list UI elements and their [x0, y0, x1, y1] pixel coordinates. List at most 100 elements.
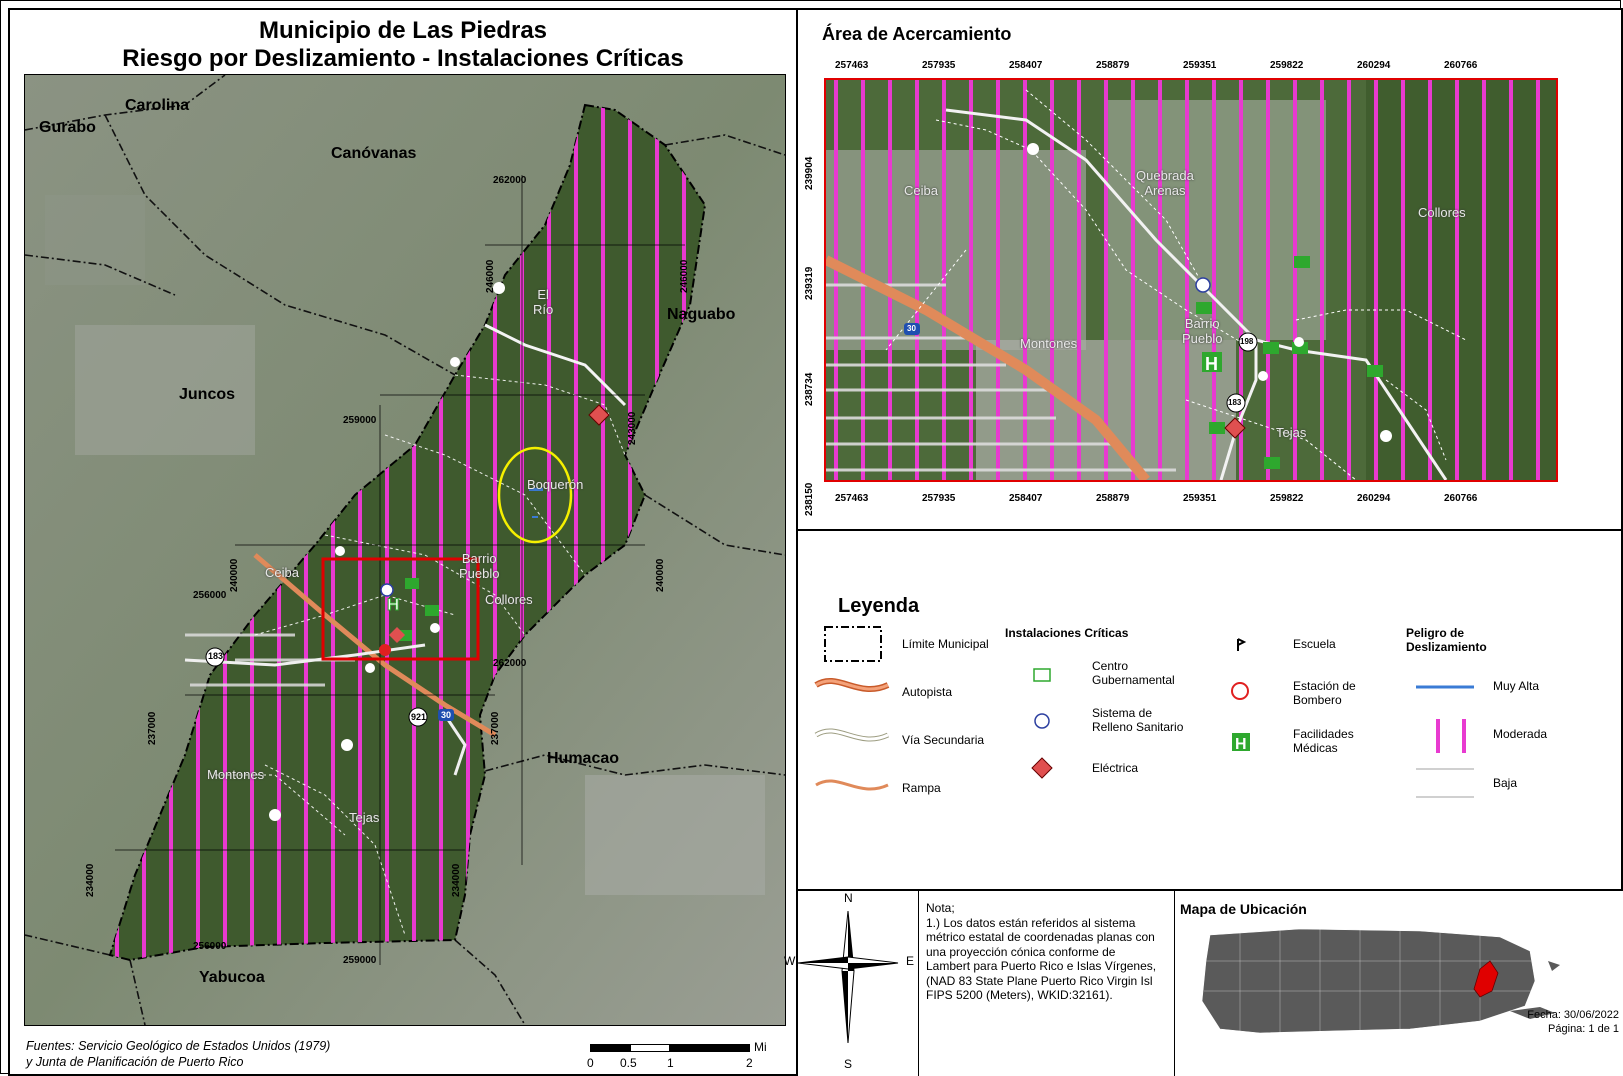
legend-rampa: Rampa [902, 781, 941, 795]
inset-x-label: 257935 [922, 60, 956, 71]
inset-barrio-montones: Montones [1020, 336, 1078, 351]
zoom-area-rectangle [321, 557, 480, 661]
inset-x-label: 257935 [922, 493, 956, 504]
barrio-boqueron: Boquerón [527, 477, 584, 492]
main-map-svg: H [25, 75, 785, 1025]
legend-secundaria: Vía Secundaria [902, 733, 985, 747]
legend-limite: Límite Municipal [902, 637, 989, 651]
inset-road-183: 183 [1228, 398, 1242, 407]
compass-rose-icon [798, 910, 899, 1044]
inset-x-label: 258879 [1096, 60, 1130, 71]
neighbor-canovanas: Canóvanas [331, 145, 417, 162]
legend-relleno: Sistema de Relleno Sanitario [1092, 706, 1184, 734]
scale-bar: 0 0.5 1 2 Mi [587, 1040, 780, 1074]
barrio-pueblo: Barrio Pueblo [459, 551, 500, 581]
inset-x-label: 257463 [835, 493, 869, 504]
grid-y-240000-b: 240000 [655, 558, 666, 592]
road-30: 30 [441, 710, 452, 720]
map-title-line2: Riesgo por Deslizamiento - Instalaciones… [122, 45, 684, 72]
compass-e: E [906, 954, 915, 968]
grid-y-240000-a: 240000 [229, 558, 240, 592]
road-183: 183 [208, 651, 224, 661]
neighbor-gurabo: Gurabo [39, 119, 96, 136]
legend-peligro-header: Peligro de Deslizamiento [1406, 626, 1487, 654]
las-piedras-location [1473, 960, 1499, 998]
grid-x-259000: 259000 [343, 415, 377, 426]
barrio-montones: Montones [207, 767, 265, 782]
bottom-panel: N S E W Nota; 1.) Los datos están referi… [784, 891, 1623, 1076]
legend-escuela: Escuela [1293, 637, 1336, 651]
scale-unit: Mi [754, 1040, 767, 1054]
legend-autopista: Autopista [902, 685, 953, 699]
inset-barrio-quebrada: Quebrada Arenas [1136, 168, 1194, 198]
inset-title: Área de Acercamiento [822, 24, 1012, 44]
inset-y-label: 238734 [804, 372, 815, 406]
inset-x-label: 257463 [835, 60, 869, 71]
grid-x-262000-top: 262000 [493, 175, 527, 186]
inset-y-label: 239319 [804, 266, 815, 300]
neighbor-yabucoa: Yabucoa [199, 969, 265, 986]
barrio-el-rio: El Río [533, 287, 554, 317]
highlight-ellipse [497, 446, 573, 544]
legend-medicas: Facilidades Médicas [1293, 727, 1354, 755]
scale-tick-0: 0 [587, 1056, 594, 1070]
inset-barrio-pueblo: Barrio Pueblo [1182, 316, 1223, 346]
inset-road-30: 30 [907, 324, 916, 333]
inset-x-label: 259822 [1270, 493, 1304, 504]
grid-y-237000-a: 237000 [147, 711, 158, 745]
inset-x-label: 259822 [1270, 60, 1304, 71]
barrio-collores: Collores [485, 592, 533, 607]
grid-x-256000-mid: 256000 [193, 590, 227, 601]
inset-x-label: 258407 [1009, 60, 1043, 71]
compass-s: S [844, 1057, 853, 1071]
grid-y-234000-b: 234000 [451, 863, 462, 897]
legend-muy-alta: Muy Alta [1493, 679, 1540, 693]
legend-bombero: Estación de Bombero [1293, 679, 1356, 707]
barrio-ceiba: Ceiba [265, 565, 299, 580]
compass: N S E W [784, 891, 919, 1076]
main-map-panel: Municipio de Las Piedras Riesgo por Desl… [8, 8, 798, 1076]
location-map [1201, 928, 1560, 1034]
inset-x-label: 259351 [1183, 493, 1217, 504]
inset-y-label: 238150 [804, 482, 815, 516]
svg-text:H: H [1205, 354, 1218, 374]
svg-text:H: H [1235, 736, 1247, 753]
svg-text:H: H [387, 595, 399, 614]
scale-tick-1: 1 [667, 1056, 674, 1070]
main-map[interactable]: H Carolina Gurabo Canóvanas Naguabo Junc… [24, 74, 786, 1026]
inset-road-198: 198 [1240, 337, 1254, 346]
inset-map[interactable]: H Ceiba Quebrada Arenas Collores Montone… [824, 78, 1558, 482]
grid-y-234000-a: 234000 [85, 863, 96, 897]
limite-symbol [824, 626, 882, 662]
inset-map-svg: H [826, 80, 1556, 480]
inset-x-label: 258407 [1009, 493, 1043, 504]
barrio-tejas: Tejas [349, 810, 380, 825]
inset-x-label: 260294 [1357, 493, 1391, 504]
road-921: 921 [411, 712, 427, 722]
grid-x-256000-bot: 256000 [193, 941, 227, 952]
date-block: Fecha: 30/06/2022 Página: 1 de 1 [1527, 1008, 1619, 1036]
page-text: Página: 1 de 1 [1548, 1023, 1619, 1035]
facility-icons: H [269, 282, 610, 821]
neighbor-carolina: Carolina [125, 97, 190, 114]
legend-title: Leyenda [838, 595, 920, 617]
sources-line2: y Junta de Planificación de Puerto Rico [26, 1055, 244, 1069]
sources-line1: Fuentes: Servicio Geológico de Estados U… [26, 1039, 331, 1053]
inset-barrio-tejas: Tejas [1276, 425, 1307, 440]
legend-centro: Centro Gubernamental [1092, 659, 1175, 687]
inset-x-label: 259351 [1183, 60, 1217, 71]
note-body: 1.) Los datos están referidos al sistema… [926, 915, 1157, 1003]
grid-y-246000-b: 246000 [679, 259, 690, 293]
note-text: Nota; 1.) Los datos están referidos al s… [926, 901, 1158, 1003]
legend-electrica: Eléctrica [1092, 761, 1139, 775]
legend-panel: Leyenda H Límite Municipal Autopista Vía… [798, 531, 1623, 891]
neighbor-juncos: Juncos [179, 386, 236, 403]
legend-inst-header: Instalaciones Críticas [1005, 626, 1129, 640]
grid-y-237000-b: 237000 [490, 711, 501, 745]
location-map-title: Mapa de Ubicación [1180, 901, 1307, 917]
scale-tick-2: 2 [746, 1056, 753, 1070]
grid-x-262000-bot: 262000 [493, 658, 527, 669]
grid-y-246000-a: 246000 [485, 259, 496, 293]
grid-y-243000: 243000 [627, 411, 638, 445]
compass-w: W [784, 954, 796, 968]
